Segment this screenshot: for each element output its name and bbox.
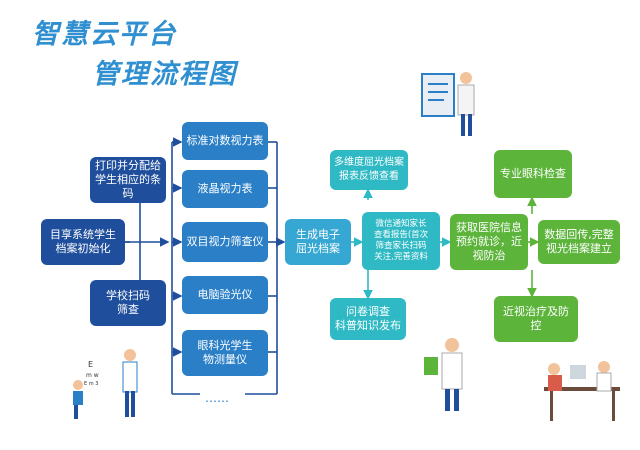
- node-auto-refractor: 电脑验光仪: [182, 276, 268, 314]
- node-hospital-info: 获取医院信息 预约就诊，近 视防治: [450, 214, 528, 270]
- svg-text:E m 3: E m 3: [84, 381, 98, 387]
- node-e-refraction-archive: 生成电子 屈光档案: [285, 219, 351, 265]
- node-optical-biometer: 眼科光学生 物测量仪: [182, 330, 268, 376]
- node-standard-chart: 标准对数视力表: [182, 122, 268, 160]
- node-lcd-chart: 液晶视力表: [182, 170, 268, 208]
- node-eye-exam: 专业眼科检查: [494, 150, 572, 198]
- clipboard-doctor-illustration: [421, 72, 475, 136]
- node-multi-report: 多维度屈光档案 报表反馈查看: [330, 150, 408, 190]
- eye-exam-illustration: [544, 361, 620, 421]
- eye-test-illustration: E m w E m 3: [73, 349, 138, 419]
- node-print-barcode: 打印并分配给 学生相应的条码: [90, 157, 166, 203]
- svg-text:m w: m w: [86, 372, 99, 379]
- node-binocular-screener: 双目视力筛查仪: [182, 222, 268, 262]
- diagram-title-line2: 管理流程图: [92, 59, 237, 90]
- node-school-scan: 学校扫码 筛查: [90, 280, 166, 326]
- node-data-return: 数据回传,完整 视光档案建立: [538, 220, 620, 264]
- doctor-illustration: [424, 338, 463, 411]
- svg-text:E: E: [88, 360, 93, 369]
- diagram-title-line1: 智慧云平台: [32, 19, 177, 50]
- node-treatment: 近视治疗及防控: [494, 296, 578, 342]
- node-wechat-notify: 微信通知家长 查看报告(首次 筛查家长扫码 关注,完善资料: [362, 212, 440, 270]
- node-archive-init: 目享系统学生 档案初始化: [41, 219, 125, 265]
- node-survey: 问卷调查 科普知识发布: [330, 298, 406, 340]
- node-more: ……: [205, 391, 229, 405]
